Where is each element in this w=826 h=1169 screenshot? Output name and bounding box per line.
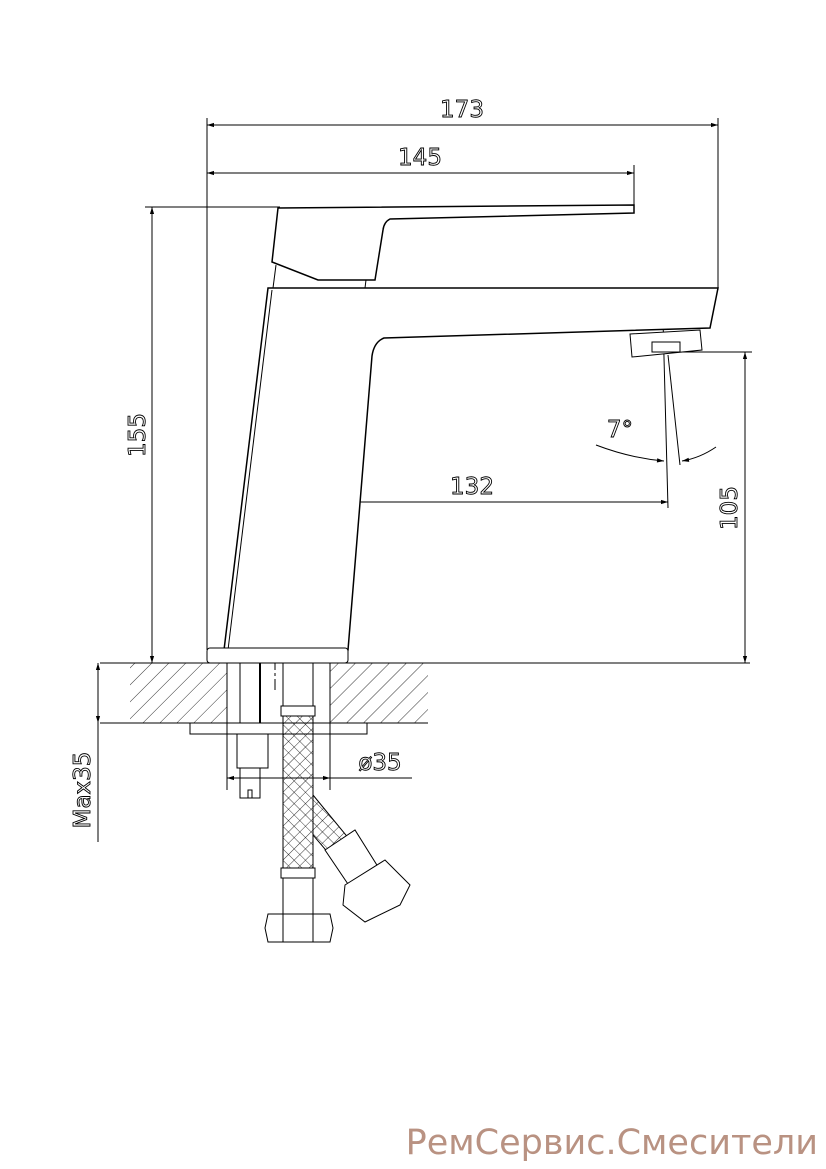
dim-angle-label: 7° [607,417,633,443]
hose-nut-angled [342,859,411,923]
watermark: РемСервис.Смесители [405,1123,818,1163]
faucet-body [223,287,719,651]
dim-105-label: 105 [717,486,743,530]
mounting-stud-nut [236,733,269,769]
braided-hose [282,715,314,871]
handle-lever [271,204,635,281]
mounting-plate [189,722,368,735]
dim-145-label: 145 [398,145,442,171]
aerator [629,329,703,358]
dim-155-label: 155 [125,413,151,457]
dim-diameter-label: ø35 [358,750,401,776]
dim-132-label: 132 [450,474,494,500]
dim-173-label: 173 [440,97,484,123]
dim-max-thickness-label: Max35 [70,752,96,829]
faucet-base [206,647,349,664]
hose-nut [264,913,334,943]
